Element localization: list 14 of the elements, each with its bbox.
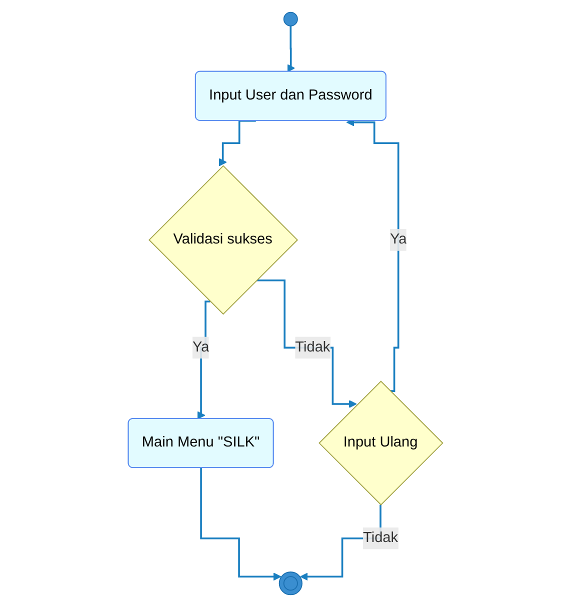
- arrow: [197, 300, 210, 420]
- arrow: [256, 279, 357, 408]
- node-diamond: Validasi sukses: [148, 165, 298, 315]
- node-circle: [278, 572, 302, 596]
- edge-label: Tidak: [363, 530, 398, 546]
- edge-label: Ya: [192, 340, 210, 355]
- arrow: [200, 467, 282, 581]
- arrow: [287, 25, 296, 72]
- arrow: [218, 120, 256, 166]
- node-diamond: Input Ulang: [318, 380, 444, 506]
- edge-label: Ya: [390, 232, 407, 248]
- edge-label: Tidak: [295, 340, 330, 355]
- node-circle: [283, 12, 298, 26]
- arrow: [346, 118, 400, 392]
